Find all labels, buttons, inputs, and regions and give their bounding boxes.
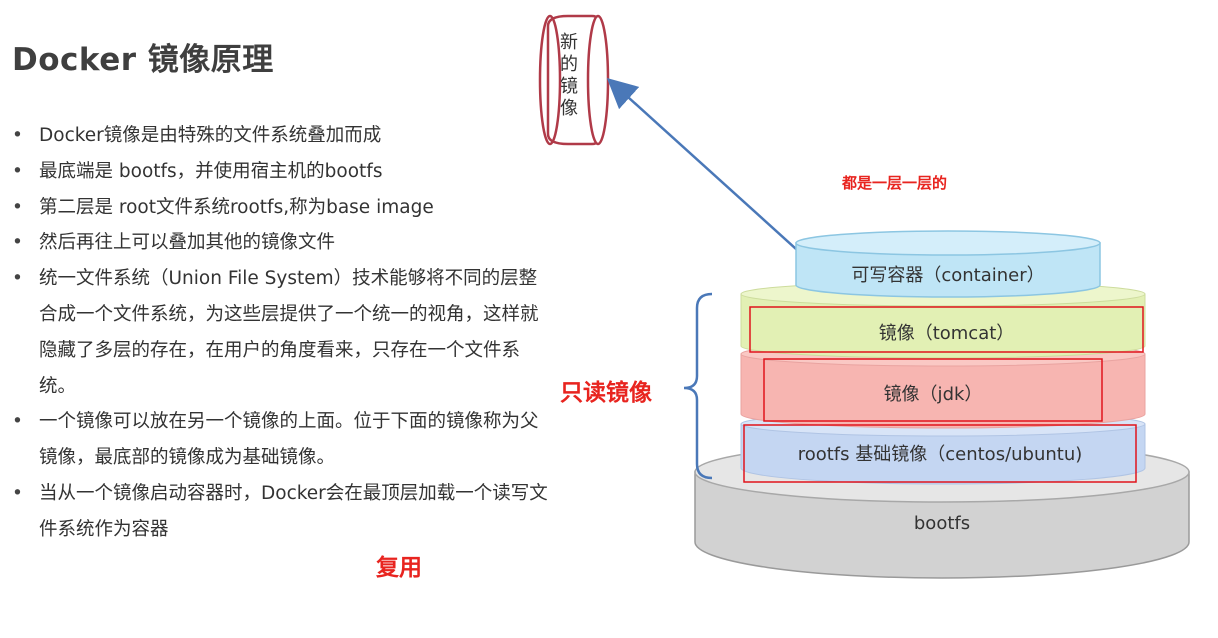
jdk-highlight-box: [763, 358, 1103, 422]
rootfs-highlight-box: [743, 424, 1137, 483]
tomcat-layer-label: 镜像（tomcat）: [878, 323, 1015, 344]
new-image-label: 新 的 镜 像: [560, 32, 578, 119]
list-item: •统一文件系统（Union File System）技术能够将不同的层整合成一个…: [12, 268, 539, 397]
list-item: •Docker镜像是由特殊的文件系统叠加而成: [12, 125, 382, 146]
bullet-text: 统一文件系统（Union File System）技术能够将不同的层整合成一个文…: [39, 268, 539, 397]
container-layer: [795, 230, 1101, 298]
bullet-list: •Docker镜像是由特殊的文件系统叠加而成 •最底端是 bootfs，并使用宿…: [10, 118, 555, 548]
bullet-text: Docker镜像是由特殊的文件系统叠加而成: [39, 125, 382, 146]
bootfs-layer-label: bootfs: [913, 513, 971, 534]
bullet-text: 一个镜像可以放在另一个镜像的上面。位于下面的镜像称为父镜像，最底部的镜像成为基础…: [39, 411, 539, 469]
container-layer-label: 可写容器（container）: [851, 265, 1045, 286]
list-item: •第二层是 root文件系统rootfs,称为base image: [12, 196, 434, 218]
bullet-text: 第二层是 root文件系统rootfs,称为base image: [39, 196, 434, 218]
tomcat-highlight-box: [749, 306, 1144, 353]
jdk-layer-label: 镜像（jdk）: [883, 384, 983, 405]
reuse-label: 复用: [376, 555, 422, 581]
readonly-images-label: 只读镜像: [560, 380, 652, 406]
bullet-text: 最底端是 bootfs，并使用宿主机的bootfs: [39, 160, 383, 182]
bullet-text: 当从一个镜像启动容器时，Docker会在最顶层加载一个读写文件系统作为容器: [39, 482, 548, 540]
list-item: •然后再往上可以叠加其他的镜像文件: [12, 232, 336, 254]
list-item: •当从一个镜像启动容器时，Docker会在最顶层加载一个读写文件系统作为容器: [12, 482, 548, 540]
rootfs-layer-label: rootfs 基础镜像（centos/ubuntu): [797, 444, 1083, 465]
layer-by-layer-note: 都是一层一层的: [842, 174, 948, 192]
readonly-bracket: [683, 292, 713, 480]
commit-arrow: [606, 77, 807, 259]
list-item: •最底端是 bootfs，并使用宿主机的bootfs: [12, 160, 383, 182]
bullet-text: 然后再往上可以叠加其他的镜像文件: [39, 232, 336, 254]
page-title: Docker 镜像原理: [12, 42, 274, 78]
list-item: •一个镜像可以放在另一个镜像的上面。位于下面的镜像称为父镜像，最底部的镜像成为基…: [12, 411, 539, 469]
